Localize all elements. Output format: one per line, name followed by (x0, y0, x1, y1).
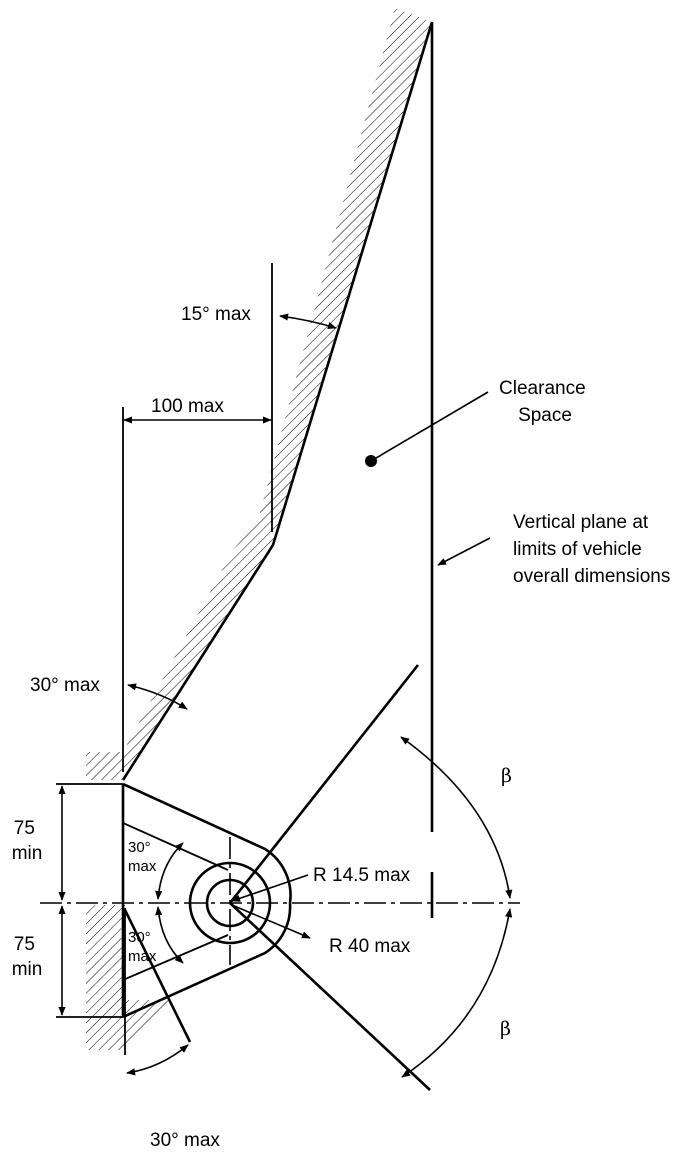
angle-30-inner-upper-label: 30° max (128, 839, 157, 875)
coupling-arm-lower (122, 902, 292, 1019)
vertical-plane-line-1: Vertical plane at (513, 512, 649, 533)
clearance-space-leader (370, 391, 489, 462)
beta-lower-label: β (500, 1018, 511, 1040)
vertical-plane-line-3: overall dimensions (513, 566, 670, 587)
dim-75-lower-unit: min (12, 959, 43, 980)
angle-30-inner-upper-unit: max (128, 858, 157, 875)
radius-inner-label: R 14.5 max (313, 865, 411, 886)
dim-75-upper-label: 75 min (12, 818, 43, 864)
angle-30-inner-lower-label: 30° max (128, 929, 157, 965)
clearance-line-1: Clearance (499, 378, 586, 399)
vertical-plane-line-2: limits of vehicle (513, 539, 642, 560)
dim-75-lower-value: 75 (14, 934, 35, 955)
angle-30-inner-lower-unit: max (128, 948, 157, 965)
beta-upper-arc (400, 736, 513, 899)
hatched-wall-upper (86, 8, 432, 780)
profile-lower-slant (123, 909, 192, 1043)
dim-75-upper-unit: min (12, 843, 43, 864)
angle-30-inner-upper-value: 30° (128, 839, 151, 856)
hatched-wall-lower (86, 905, 172, 1050)
angle-15-label: 15° max (181, 304, 251, 325)
angle-30-inner-lower-value: 30° (128, 929, 151, 946)
beta-lower-arc (401, 908, 513, 1078)
angle-30-inner-upper-arc (155, 842, 184, 900)
beta-limit-line-lower (229, 902, 431, 1091)
radius-outer-label: R 40 max (329, 936, 411, 957)
radius-outer-leader (231, 904, 311, 939)
clearance-line-2: Space (518, 405, 572, 426)
vertical-plane-label: Vertical plane at limits of vehicle over… (513, 512, 670, 587)
angle-30-upper-arc (127, 683, 188, 710)
angle-30-inner-lower-arc (155, 906, 184, 964)
dim-100-label: 100 max (151, 396, 224, 417)
dim-75-lower-label: 75 min (12, 934, 43, 980)
angle-15-arc (279, 313, 337, 330)
angle-30-bottom-arc (126, 1044, 189, 1076)
dim-75-upper-value: 75 (14, 818, 35, 839)
clearance-space-dot (365, 455, 377, 467)
vertical-plane-leader (437, 537, 491, 566)
angle-30-upper-label: 30° max (30, 675, 100, 696)
beta-limit-line-upper (228, 664, 420, 904)
beta-upper-label: β (501, 765, 512, 787)
coupling-arm-upper (122, 782, 292, 904)
radius-inner-leader (231, 874, 309, 902)
clearance-space-label: Clearance Space (499, 378, 591, 426)
angle-30-bottom-label: 30° max (150, 1130, 220, 1151)
